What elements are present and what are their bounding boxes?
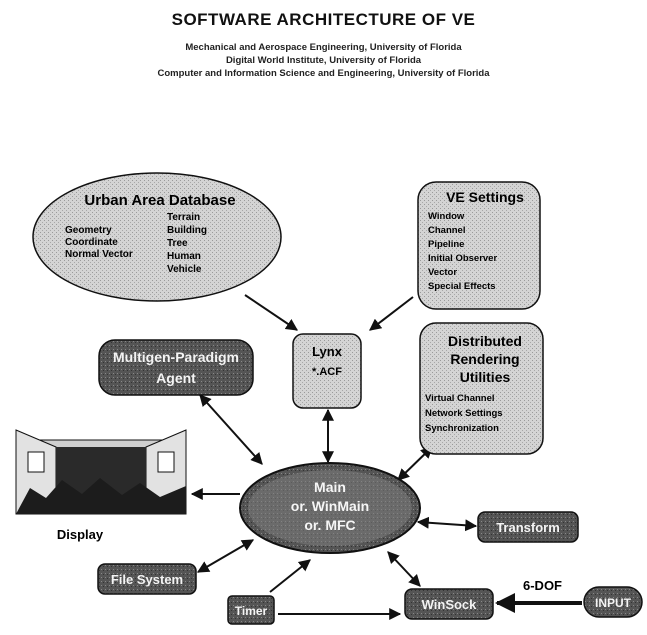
distributed-item-3: Synchronization (425, 423, 499, 434)
main-label-3: or. MFC (304, 517, 355, 533)
ve-settings-item-6: Special Effects (428, 281, 496, 292)
input-label: INPUT (595, 596, 632, 610)
lynx-label: Lynx (312, 344, 343, 359)
affiliation-2: Digital World Institute, University of F… (225, 55, 422, 66)
multigen-agent-node: Multigen-Paradigm Agent (98, 339, 254, 396)
distributed-item-2: Network Settings (425, 408, 503, 419)
lynx-node: Lynx *.ACF (292, 333, 362, 409)
main-label-1: Main (314, 479, 346, 495)
ve-settings-item-3: Pipeline (428, 239, 464, 250)
distributed-item-1: Virtual Channel (425, 393, 495, 404)
ve-settings-node: VE Settings Window Channel Pipeline Init… (417, 181, 541, 310)
file-system-node: File System (97, 563, 197, 595)
arrow-multigen-main (199, 394, 263, 465)
affiliation-3: Computer and Information Science and Eng… (157, 68, 490, 79)
urban-db-right-item-4: Human (167, 251, 201, 262)
timer-node: Timer (227, 595, 275, 625)
main-label-2: or. WinMain (291, 498, 369, 514)
urban-db-left-item-2: Coordinate (65, 237, 118, 248)
main-node: Main or. WinMain or. MFC (239, 462, 421, 554)
connections (190, 294, 582, 620)
arrow-main-filesystem (196, 539, 255, 573)
distributed-rendering-node: Distributed Rendering Utilities Virtual … (419, 322, 544, 455)
timer-label: Timer (235, 604, 268, 618)
distributed-title-3: Utilities (460, 369, 511, 385)
urban-db-right-item-3: Tree (167, 238, 188, 249)
ve-settings-item-5: Vector (428, 267, 457, 278)
ve-settings-item-4: Initial Observer (428, 253, 497, 264)
arrow-main-transform (416, 516, 478, 532)
urban-db-left-item-3: Normal Vector (65, 249, 133, 260)
arrow-main-winsock (387, 551, 421, 587)
ve-settings-title: VE Settings (446, 189, 524, 205)
arrow-vesettings-to-lynx (369, 296, 414, 331)
urban-db-right-item-5: Vehicle (167, 264, 202, 275)
display-label: Display (57, 527, 104, 542)
ve-settings-item-2: Channel (428, 225, 465, 236)
transform-label: Transform (496, 520, 560, 535)
ve-settings-item-1: Window (428, 211, 465, 222)
transform-node: Transform (477, 511, 579, 543)
lynx-acf-label: *.ACF (312, 366, 342, 378)
arrow-timer-to-main (269, 559, 311, 593)
arrow-urban-to-lynx (244, 294, 298, 331)
winsock-label: WinSock (422, 597, 478, 612)
urban-db-title: Urban Area Database (84, 192, 235, 209)
urban-db-right-item-2: Building (167, 225, 207, 236)
file-system-label: File System (111, 572, 183, 587)
urban-area-database-node: Urban Area Database Geometry Coordinate … (32, 172, 282, 302)
urban-db-right-item-1: Terrain (167, 212, 200, 223)
arrow-distributed-main (397, 446, 433, 481)
six-dof-label: 6-DOF (523, 578, 562, 593)
winsock-node: WinSock (404, 588, 494, 620)
multigen-label-2: Agent (156, 370, 196, 386)
distributed-title-2: Rendering (450, 351, 519, 367)
affiliation-1: Mechanical and Aerospace Engineering, Un… (185, 42, 462, 53)
diagram-title: SOFTWARE ARCHITECTURE OF VE (171, 10, 476, 29)
input-node: INPUT (583, 586, 643, 618)
display-node: Display (15, 429, 187, 542)
urban-db-left-item-1: Geometry (65, 225, 112, 236)
distributed-title-1: Distributed (448, 333, 522, 349)
multigen-label-1: Multigen-Paradigm (113, 349, 239, 365)
